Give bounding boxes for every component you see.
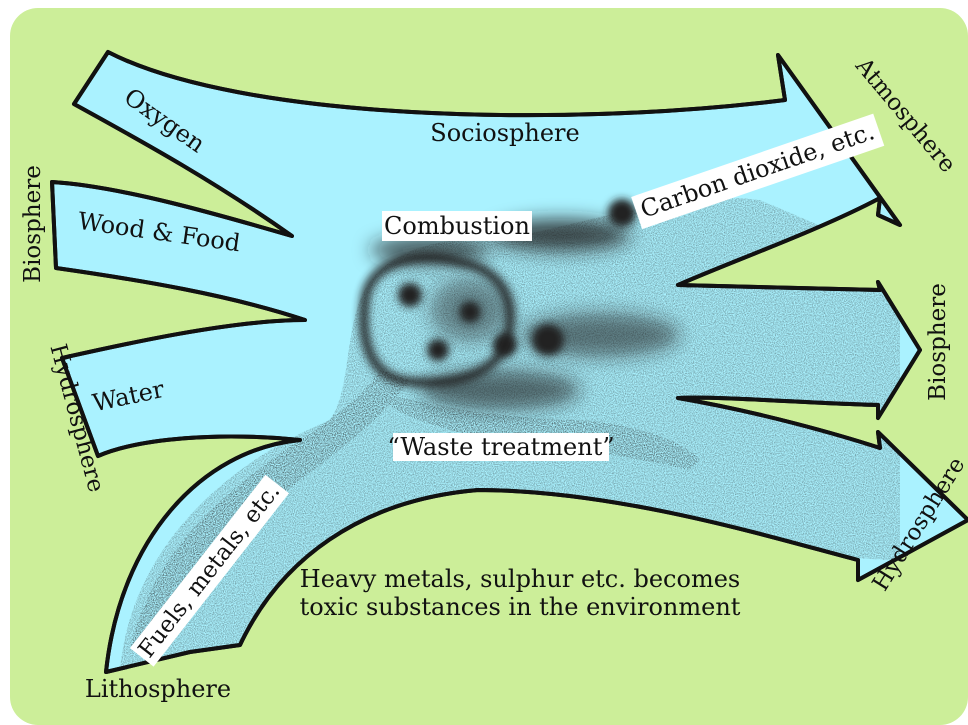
label-biosphere-left: Biosphere — [20, 165, 46, 283]
label-waste-treatment: “Waste treatment” — [387, 433, 614, 461]
label-lithosphere: Lithosphere — [85, 675, 231, 703]
label-biosphere-right: Biosphere — [925, 283, 951, 401]
label-sociosphere: Sociosphere — [430, 119, 579, 147]
label-combustion: Combustion — [384, 212, 530, 240]
label-heavy-metals-line2: toxic substances in the environment — [300, 593, 741, 621]
label-heavy-metals-line1: Heavy metals, sulphur etc. becomes — [300, 565, 740, 593]
